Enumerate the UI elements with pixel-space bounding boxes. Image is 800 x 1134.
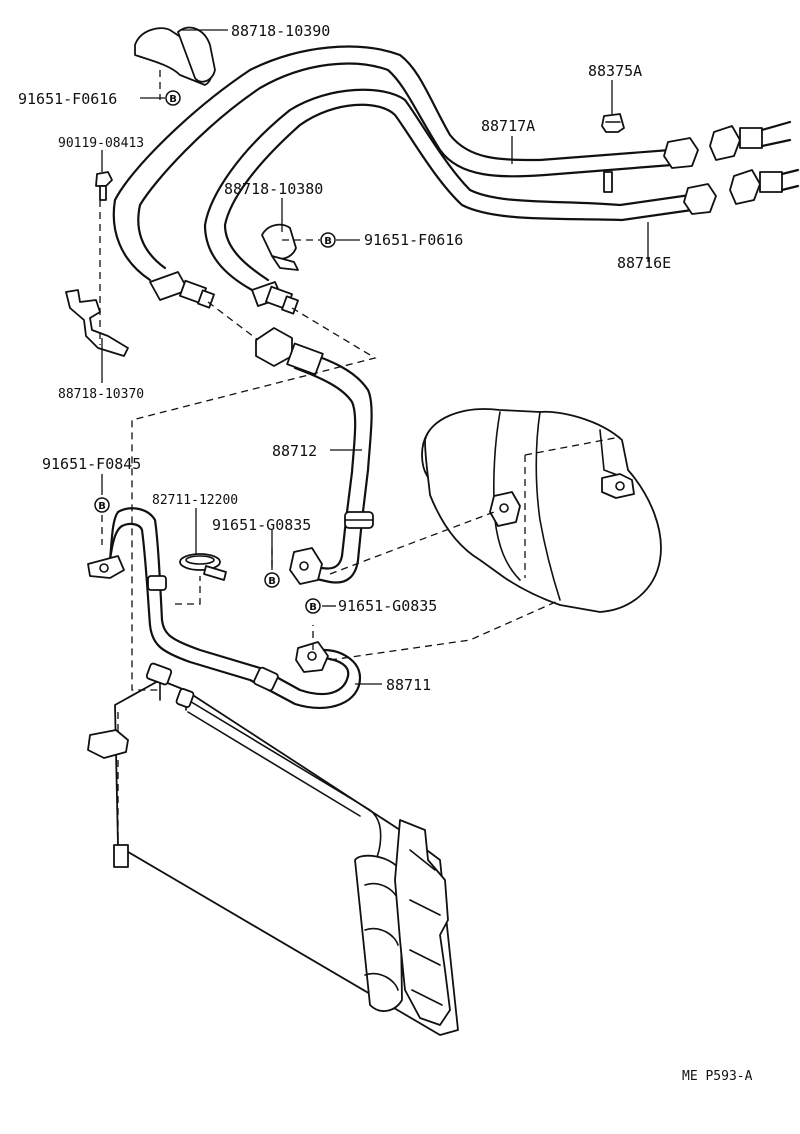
footer-diagram-code: ME P593-A — [682, 1069, 753, 1084]
label-91651-f0616-mid: 91651-F0616 — [364, 231, 463, 249]
pipe-88717a-left-fitting — [149, 271, 215, 309]
pipe-88716e[interactable] — [203, 88, 694, 292]
pipe-88717a[interactable] — [112, 45, 674, 282]
hose-88711-flange — [295, 641, 329, 673]
label-91651-g0835-a: 91651-G0835 — [212, 516, 311, 534]
cap-88375a[interactable] — [601, 113, 625, 133]
compressor-suction-port — [489, 491, 521, 527]
pipe-spacer-post — [603, 171, 613, 193]
label-88718-10390: 88718-10390 — [231, 22, 330, 40]
clamp-88718-10380[interactable] — [261, 223, 299, 271]
svg-text:B: B — [169, 94, 177, 105]
svg-text:B: B — [268, 576, 276, 587]
hose-88711-sleeves — [147, 575, 279, 692]
hose-88712-flange — [289, 547, 323, 585]
bolt-90119-08413[interactable] — [95, 171, 113, 201]
leader-lines — [101, 29, 649, 685]
label-88716e: 88716E — [617, 254, 671, 272]
label-88712: 88712 — [272, 442, 317, 460]
hose-88712-sleeve — [344, 511, 374, 529]
hose-88711-bracket — [87, 555, 125, 579]
pipe-88717a-nut — [663, 137, 699, 169]
badge-b-4: B — [264, 572, 280, 588]
label-88375a: 88375A — [588, 62, 642, 80]
clamp-88718-10390[interactable] — [134, 26, 216, 86]
condenser-inlet-fitting — [145, 662, 195, 708]
label-88717a: 88717A — [481, 117, 535, 135]
connector-upper-right-2 — [729, 168, 800, 205]
hose-88712[interactable] — [293, 348, 373, 584]
label-91651-f0616-top: 91651-F0616 — [18, 90, 117, 108]
condenser — [113, 679, 459, 1036]
pipe-88716e-left-fitting — [251, 281, 299, 315]
badge-b-2: B — [320, 232, 336, 248]
hose-88711[interactable] — [108, 507, 362, 709]
compressor-discharge-port — [601, 473, 635, 499]
label-90119-08413: 90119-08413 — [58, 136, 144, 151]
compressor — [421, 408, 662, 613]
svg-text:B: B — [98, 501, 106, 512]
svg-text:B: B — [324, 236, 332, 247]
bracket-88718-10370[interactable] — [65, 289, 129, 357]
hose-88712-upper-nut — [255, 327, 324, 376]
badge-b-1: B — [165, 90, 181, 106]
label-88711: 88711 — [386, 676, 431, 694]
badge-b-5: B — [305, 598, 321, 614]
clamp-82711-12200[interactable] — [179, 553, 227, 581]
condenser-side-bracket — [87, 729, 129, 759]
label-91651-f0845: 91651-F0845 — [42, 455, 141, 473]
connector-upper-right-1 — [709, 120, 792, 161]
badge-b-3: B — [94, 497, 110, 513]
label-82711-12200: 82711-12200 — [152, 493, 238, 508]
svg-text:B: B — [309, 602, 317, 613]
label-88718-10380: 88718-10380 — [224, 180, 323, 198]
pipe-88716e-nut — [683, 183, 717, 215]
label-91651-g0835-b: 91651-G0835 — [338, 597, 437, 615]
label-88718-10370: 88718-10370 — [58, 387, 144, 402]
assembly-dashed-lines — [99, 70, 621, 691]
